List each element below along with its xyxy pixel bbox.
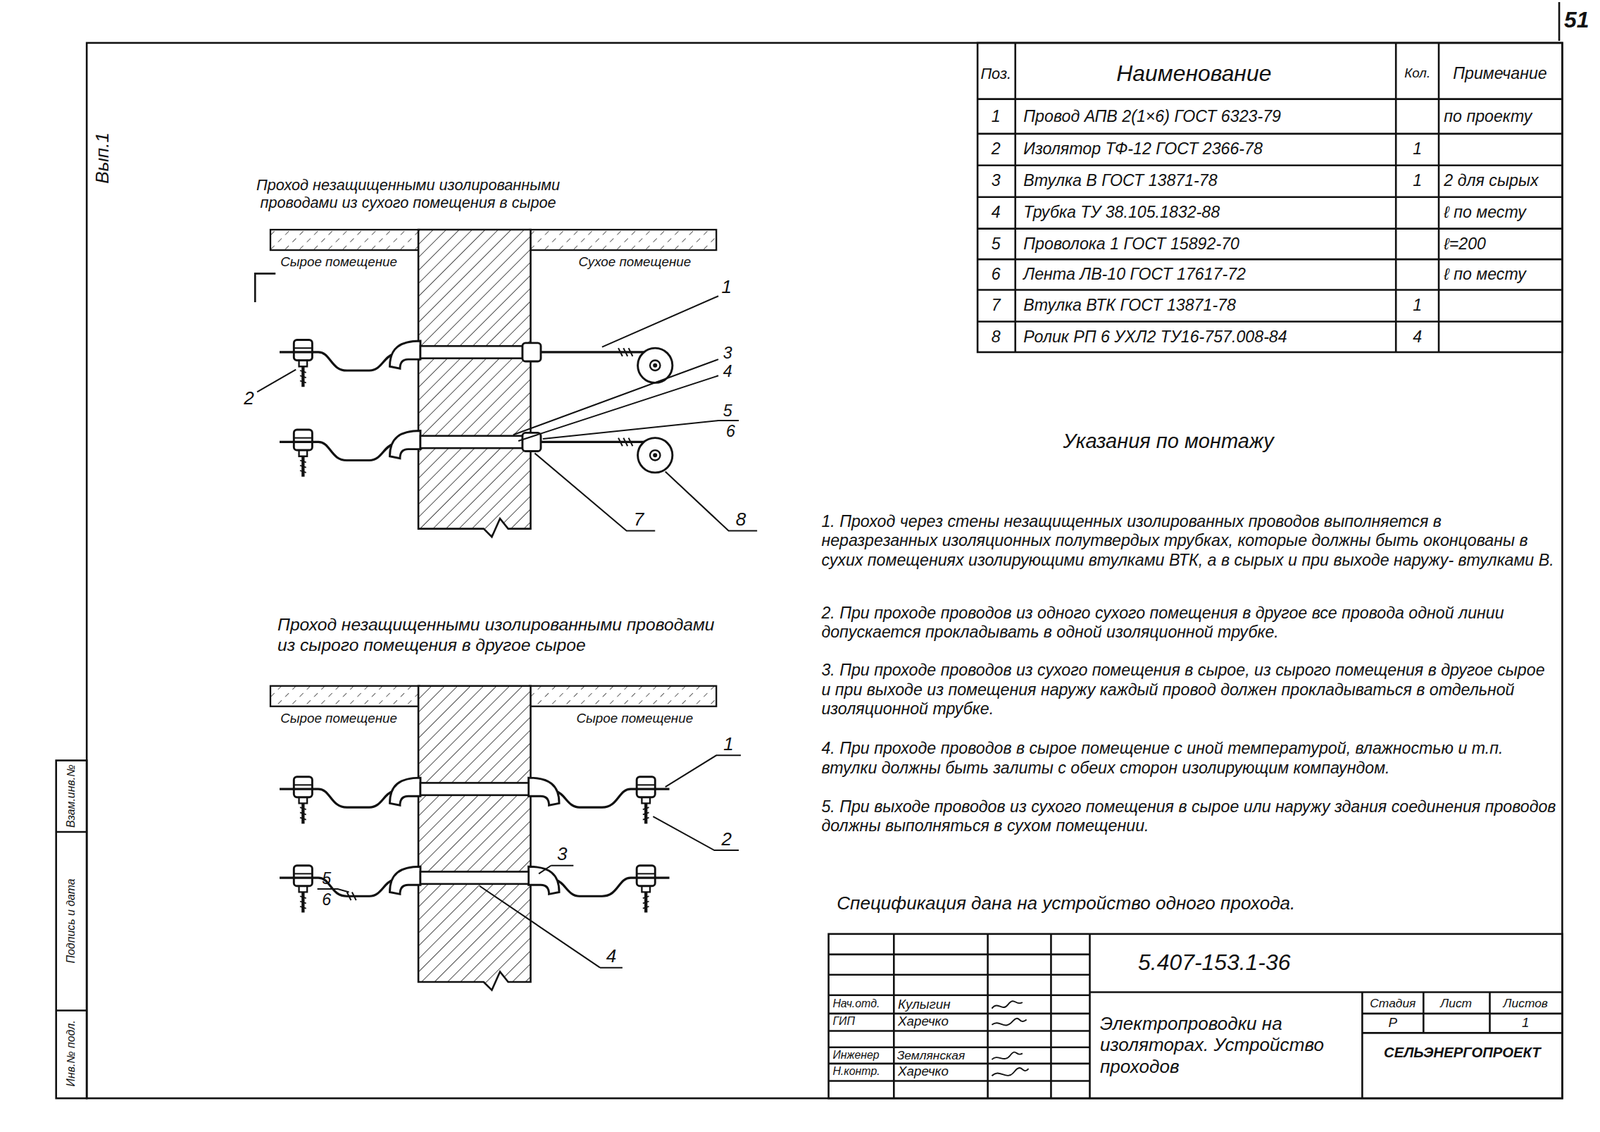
figure-title: Проход незащищенными изолированными пров… — [277, 614, 737, 655]
table-cell: 2 — [991, 139, 1001, 159]
stamp-text: Вып.1 — [90, 132, 113, 184]
callout-number: 6 — [321, 890, 331, 910]
table-cell: 8 — [991, 327, 1001, 347]
stamp-text: Харечко — [897, 1063, 949, 1079]
table-cell: Ролик РП 6 УХЛ2 ТУ16-757.008-84 — [1023, 327, 1287, 347]
callout-number: 6 — [726, 421, 736, 441]
table-cell: Примечание — [1452, 64, 1548, 84]
table-cell: ℓ по месту — [1443, 264, 1527, 284]
callout-number: 3 — [723, 343, 733, 363]
table-cell: Наименование — [1116, 60, 1272, 88]
table-cell: Кол. — [1404, 65, 1431, 81]
callout-number: 2 — [243, 387, 255, 410]
stamp-text: Инженер — [832, 1048, 879, 1062]
table-cell: 7 — [991, 295, 1001, 315]
table-cell: Поз. — [980, 64, 1012, 84]
callout-number: 8 — [735, 508, 747, 531]
stamp-text: Стадия — [1369, 995, 1416, 1011]
table-cell: по проекту — [1443, 107, 1532, 127]
heading-text: Указания по монтажу — [1063, 428, 1274, 453]
callout-number: 4 — [606, 945, 617, 967]
table-cell: 4 — [1412, 327, 1422, 347]
callout-number: 7 — [633, 508, 645, 531]
callout-number: 2 — [721, 828, 732, 850]
table-cell: 1 — [1412, 171, 1422, 191]
table-cell: 5 — [991, 234, 1001, 254]
table-cell: Трубка ТУ 38.105.1832-88 — [1023, 202, 1220, 222]
table-cell: 4 — [991, 202, 1001, 222]
stamp-text: СЕЛЬЭНЕРГОПРОЕКТ — [1383, 1044, 1541, 1062]
stamp-text: Харечко — [897, 1013, 949, 1029]
callout-number: 1 — [721, 276, 732, 298]
callout-number: 4 — [723, 361, 733, 381]
callout-number: 1 — [723, 733, 734, 755]
callout-number: 3 — [557, 842, 568, 865]
table-cell: ℓ=200 — [1443, 234, 1486, 254]
figure-title: Проход незащищенными изолированными пров… — [240, 176, 577, 212]
callout-number: 5 — [321, 869, 331, 889]
stamp-text: Электропроводки на изоляторах. Устройств… — [1100, 1012, 1355, 1078]
note-text: 2. При проходе проводов из одного сухого… — [821, 603, 1558, 643]
stamp-text: Лист — [1440, 995, 1472, 1011]
note-text: Спецификация дана на устройство одного п… — [836, 892, 1296, 915]
room-label: Сырое помещение — [576, 710, 693, 727]
callout-number: 5 — [723, 401, 733, 421]
table-cell: Втулка В ГОСТ 13871-78 — [1023, 171, 1217, 191]
stamp-text: Подпись и дата — [64, 878, 79, 963]
stamp-text: 5.407-153.1-36 — [1138, 949, 1291, 977]
stamp-text: Нач.отд. — [832, 997, 880, 1011]
page-number: 51 — [1564, 7, 1589, 34]
stamp-text: Инв.№ подл. — [64, 1019, 79, 1086]
room-label: Сырое помещение — [280, 254, 398, 270]
table-cell: 2 для сырых — [1443, 171, 1539, 191]
room-label: Сырое помещение — [280, 710, 398, 727]
stamp-text: Землянская — [897, 1047, 966, 1063]
note-text: 5. При выходе проводов из сухого помещен… — [821, 797, 1558, 836]
stamp-text: Взам.инв.№ — [64, 764, 79, 827]
stamp-text: Н.контр. — [832, 1064, 880, 1079]
table-cell: 6 — [991, 264, 1001, 284]
room-label: Сухое помещение — [578, 254, 691, 270]
table-cell: Провод АПВ 2(1×6) ГОСТ 6323-79 — [1023, 107, 1281, 127]
stamp-text: 1 — [1521, 1014, 1529, 1031]
table-cell: 1 — [1412, 295, 1422, 315]
table-cell: 1 — [991, 107, 1001, 127]
table-cell: 3 — [991, 171, 1001, 191]
note-text: 1. Проход через стены незащищенных изоли… — [821, 511, 1558, 570]
note-text: 3. При проходе проводов из сухого помеще… — [821, 660, 1558, 719]
table-cell: Втулка ВТК ГОСТ 13871-78 — [1023, 295, 1236, 315]
table-cell: 1 — [1412, 139, 1422, 159]
table-cell: Лента ЛВ-10 ГОСТ 17617-72 — [1023, 264, 1246, 284]
table-cell: ℓ по месту — [1443, 202, 1527, 222]
note-text: 4. При проходе проводов в сырое помещени… — [821, 738, 1558, 778]
table-cell: Проволока 1 ГОСТ 15892-70 — [1023, 234, 1240, 254]
stamp-text: Кулыгин — [897, 996, 951, 1012]
table-cell: Изолятор ТФ-12 ГОСТ 2366-78 — [1023, 139, 1263, 159]
stamp-text: ГИП — [832, 1014, 855, 1029]
stamp-text: Листов — [1503, 995, 1548, 1011]
stamp-text: Р — [1388, 1014, 1398, 1031]
